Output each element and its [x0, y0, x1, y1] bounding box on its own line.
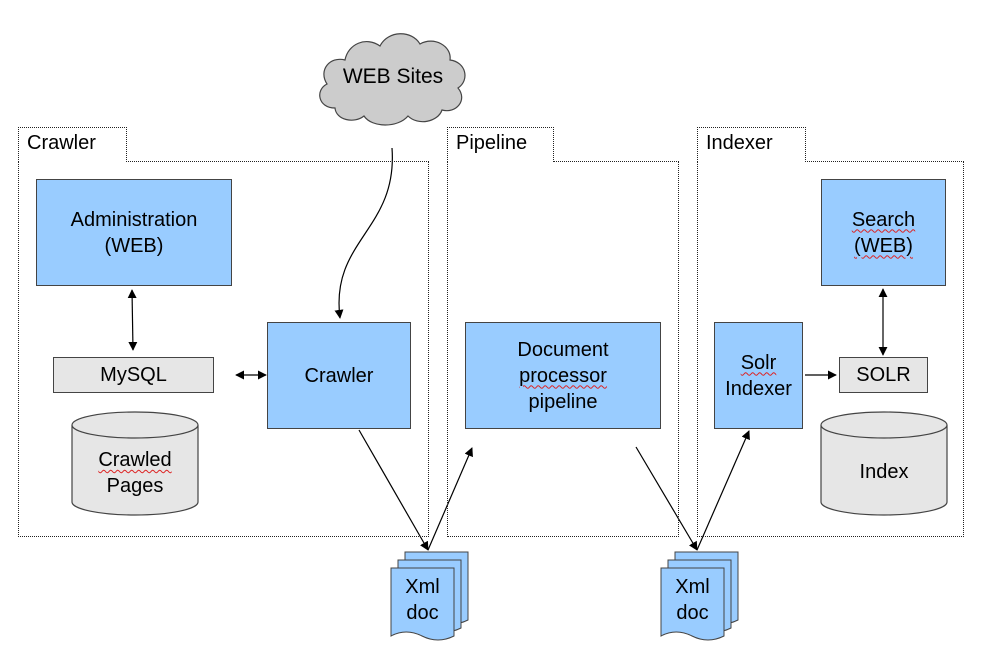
document-processor-line3: pipeline	[528, 390, 598, 413]
crawled-pages-line1: Crawled	[98, 449, 172, 471]
xml-doc-2-line2: doc	[676, 602, 709, 624]
crawler-box[interactable]: Crawler	[267, 322, 411, 429]
document-processor-line2: processor	[519, 364, 607, 387]
crawled-pages-cylinder	[71, 411, 199, 516]
crawler-group	[18, 161, 429, 537]
administration-label-line2: (WEB)	[104, 234, 164, 257]
index-cylinder	[820, 411, 948, 516]
xml-to-solr-indexer-arrow	[696, 430, 750, 551]
web-sites-cloud	[319, 33, 466, 126]
xml-to-pipeline-arrow	[427, 447, 473, 551]
crawler-to-xml-arrow	[358, 429, 429, 551]
pipeline-to-xml-arrow	[635, 446, 698, 551]
xml-doc-2-line1: Xml	[675, 576, 710, 598]
administration-label-line1: Administration	[70, 208, 198, 231]
solr-indexer-box[interactable]: Solr Indexer	[714, 322, 803, 429]
cloud-to-crawler-arrow	[334, 147, 393, 319]
xml-doc-stack-1	[390, 551, 469, 641]
pipeline-group-title: Pipeline	[447, 127, 554, 162]
xml-doc-label-1: Xml doc	[391, 572, 454, 628]
crawled-pages-label: Crawled Pages	[72, 445, 198, 501]
crawled-pages-line2: Pages	[106, 475, 164, 497]
solr-indexer-line1: Solr	[740, 351, 777, 374]
solr-box[interactable]: SOLR	[839, 357, 928, 393]
index-label: Index	[859, 461, 909, 483]
xml-doc-label-2: Xml doc	[661, 572, 724, 628]
indexer-group-title: Indexer	[697, 127, 806, 162]
pipeline-group	[447, 161, 679, 537]
web-sites-label: WEB Sites	[342, 65, 444, 88]
xml-doc-1-line2: doc	[406, 602, 439, 624]
administration-box[interactable]: Administration (WEB)	[36, 179, 232, 286]
admin-mysql-arrow	[127, 289, 138, 351]
search-box[interactable]: Search (WEB)	[821, 179, 946, 286]
crawler-group-title: Crawler	[18, 127, 127, 162]
search-label-line1: Search	[851, 208, 916, 231]
indexer-group	[697, 161, 964, 537]
document-processor-box[interactable]: Document processor pipeline	[465, 322, 661, 429]
search-label-line2: (WEB)	[854, 234, 913, 257]
mysql-box[interactable]: MySQL	[53, 357, 214, 393]
xml-doc-stack-2	[660, 551, 739, 641]
solr-indexer-line2: Indexer	[725, 377, 792, 400]
document-processor-line1: Document	[517, 338, 609, 361]
xml-doc-1-line1: Xml	[405, 576, 440, 598]
